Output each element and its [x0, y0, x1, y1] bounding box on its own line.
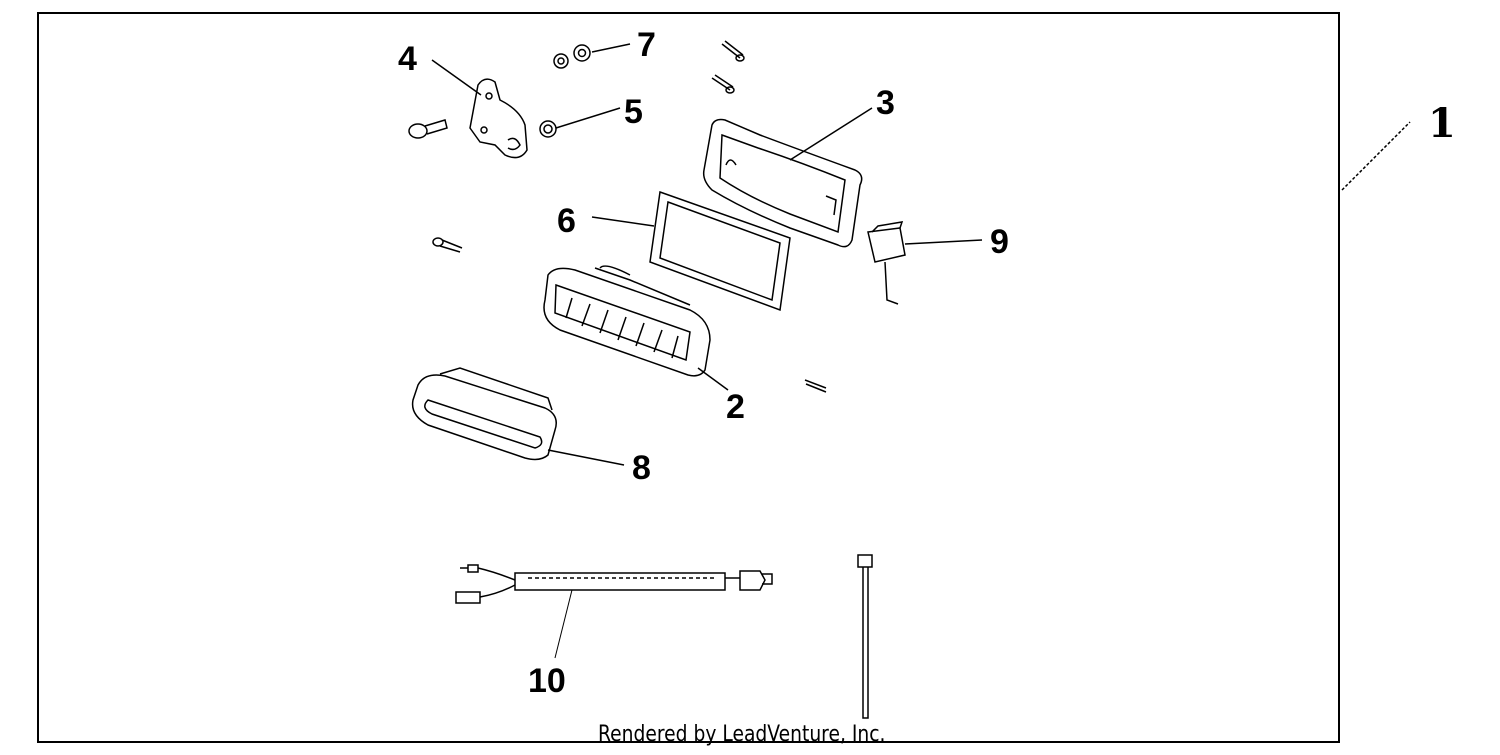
part-screw-top-1 [722, 41, 744, 61]
callout-3: 3 [876, 84, 895, 122]
callout-7: 7 [637, 26, 656, 64]
part-screw-top-2 [712, 75, 734, 93]
callout-2: 2 [726, 388, 745, 426]
leader-4 [432, 60, 481, 95]
leader-3 [790, 108, 872, 160]
part-5-nut [540, 121, 556, 137]
callout-9: 9 [990, 223, 1009, 261]
leader-10 [555, 590, 572, 658]
part-4-bracket [470, 79, 527, 157]
callout-4: 4 [398, 40, 417, 78]
part-9-socket [868, 222, 905, 304]
leader-8 [548, 450, 624, 465]
part-2-housing [544, 266, 710, 376]
part-6-gasket [650, 192, 790, 310]
callout-5: 5 [624, 93, 643, 131]
leader-5 [556, 108, 620, 128]
part-bolt-large [409, 120, 447, 138]
part-cable-tie [858, 555, 872, 718]
part-8-lens [413, 368, 557, 459]
leader-1 [1342, 122, 1410, 190]
callout-6: 6 [557, 202, 576, 240]
leader-9 [905, 240, 982, 244]
leader-7 [592, 44, 630, 52]
diagram-frame [37, 12, 1340, 743]
leader-2 [698, 368, 728, 390]
part-7-washers [554, 45, 590, 68]
part-10-harness [456, 565, 772, 603]
callout-10: 10 [528, 662, 566, 700]
part-screw-mid [805, 380, 826, 392]
part-3-bezel [704, 120, 862, 247]
part-bolt-small-left [433, 238, 462, 252]
leader-6 [592, 217, 654, 226]
render-credit: Rendered by LeadVenture, Inc. [598, 722, 886, 747]
callout-1: 1 [1428, 100, 1456, 147]
callout-8: 8 [632, 449, 651, 487]
